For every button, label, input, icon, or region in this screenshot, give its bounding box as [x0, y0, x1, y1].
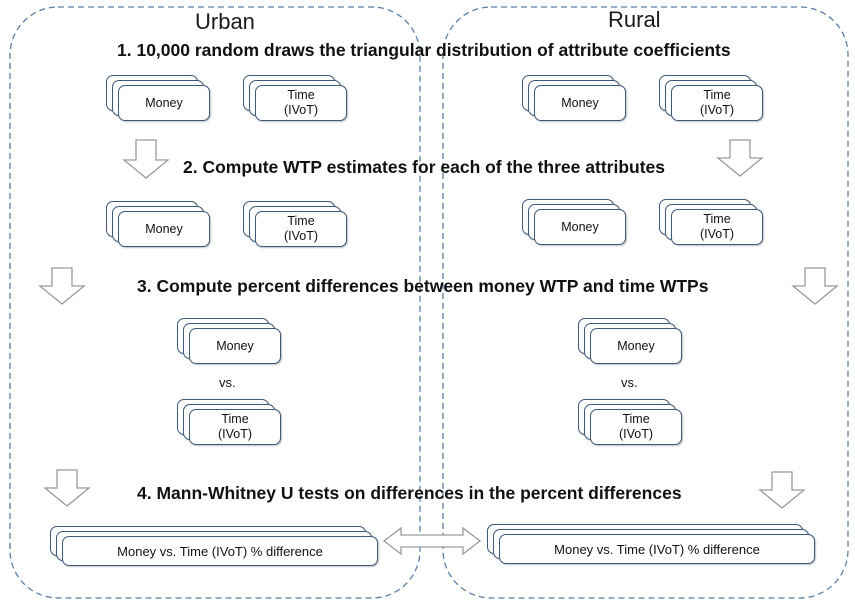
rural-region — [442, 6, 849, 599]
card-label: Time — [703, 212, 731, 226]
down-arrow-icon — [791, 267, 839, 305]
urban-region — [9, 6, 421, 599]
card-label: Money — [145, 221, 183, 236]
double-headed-arrow-icon — [382, 526, 482, 556]
rural-money-stack-3: Money — [578, 318, 683, 374]
urban-time-stack-1: Time(IVoT) — [243, 75, 348, 131]
card-sublabel: (IVoT) — [283, 229, 319, 243]
card-sublabel: (IVoT) — [217, 427, 253, 441]
rural-money-stack-1: Money — [522, 75, 627, 131]
card-label: Time — [287, 88, 315, 102]
urban-money-stack-2: Money — [106, 201, 211, 257]
rural-time-stack-2: Time(IVoT) — [659, 199, 764, 255]
down-arrow-icon — [38, 267, 86, 305]
down-arrow-icon — [122, 139, 170, 179]
rural-result-stack: Money vs. Time (IVoT) % difference — [487, 524, 817, 564]
step-2-label: 2. Compute WTP estimates for each of the… — [183, 157, 665, 177]
card-sublabel: (IVoT) — [699, 227, 735, 241]
step-4-label: 4. Mann-Whitney U tests on differences i… — [137, 483, 682, 503]
urban-time-stack-3: Time(IVoT) — [177, 399, 282, 455]
card-label: Money — [145, 95, 183, 110]
card-label: Money — [216, 338, 254, 353]
card-label: Money — [561, 95, 599, 110]
card-label: Money — [617, 338, 655, 353]
rural-time-stack-1: Time(IVoT) — [659, 75, 764, 131]
rural-time-stack-3: Time(IVoT) — [578, 399, 683, 455]
urban-time-stack-2: Time(IVoT) — [243, 201, 348, 257]
urban-title: Urban — [195, 9, 255, 34]
result-label: Money vs. Time (IVoT) % difference — [554, 541, 760, 557]
result-label: Money vs. Time (IVoT) % difference — [117, 543, 323, 559]
urban-vs-label: vs. — [219, 375, 236, 390]
rural-money-stack-2: Money — [522, 199, 627, 255]
step-1-label: 1. 10,000 random draws the triangular di… — [117, 40, 731, 60]
rural-vs-label: vs. — [621, 375, 638, 390]
urban-money-stack-1: Money — [106, 75, 211, 131]
card-label: Time — [703, 88, 731, 102]
down-arrow-icon — [43, 469, 91, 507]
rural-title: Rural — [608, 7, 661, 32]
card-label: Money — [561, 219, 599, 234]
down-arrow-icon — [716, 139, 764, 177]
urban-result-stack: Money vs. Time (IVoT) % difference — [50, 526, 380, 566]
card-label: Time — [287, 214, 315, 228]
card-label: Time — [622, 412, 650, 426]
card-sublabel: (IVoT) — [699, 103, 735, 117]
urban-money-stack-3: Money — [177, 318, 282, 374]
step-3-label: 3. Compute percent differences between m… — [137, 276, 709, 296]
card-sublabel: (IVoT) — [618, 427, 654, 441]
down-arrow-icon — [758, 471, 806, 509]
card-label: Time — [221, 412, 249, 426]
card-sublabel: (IVoT) — [283, 103, 319, 117]
